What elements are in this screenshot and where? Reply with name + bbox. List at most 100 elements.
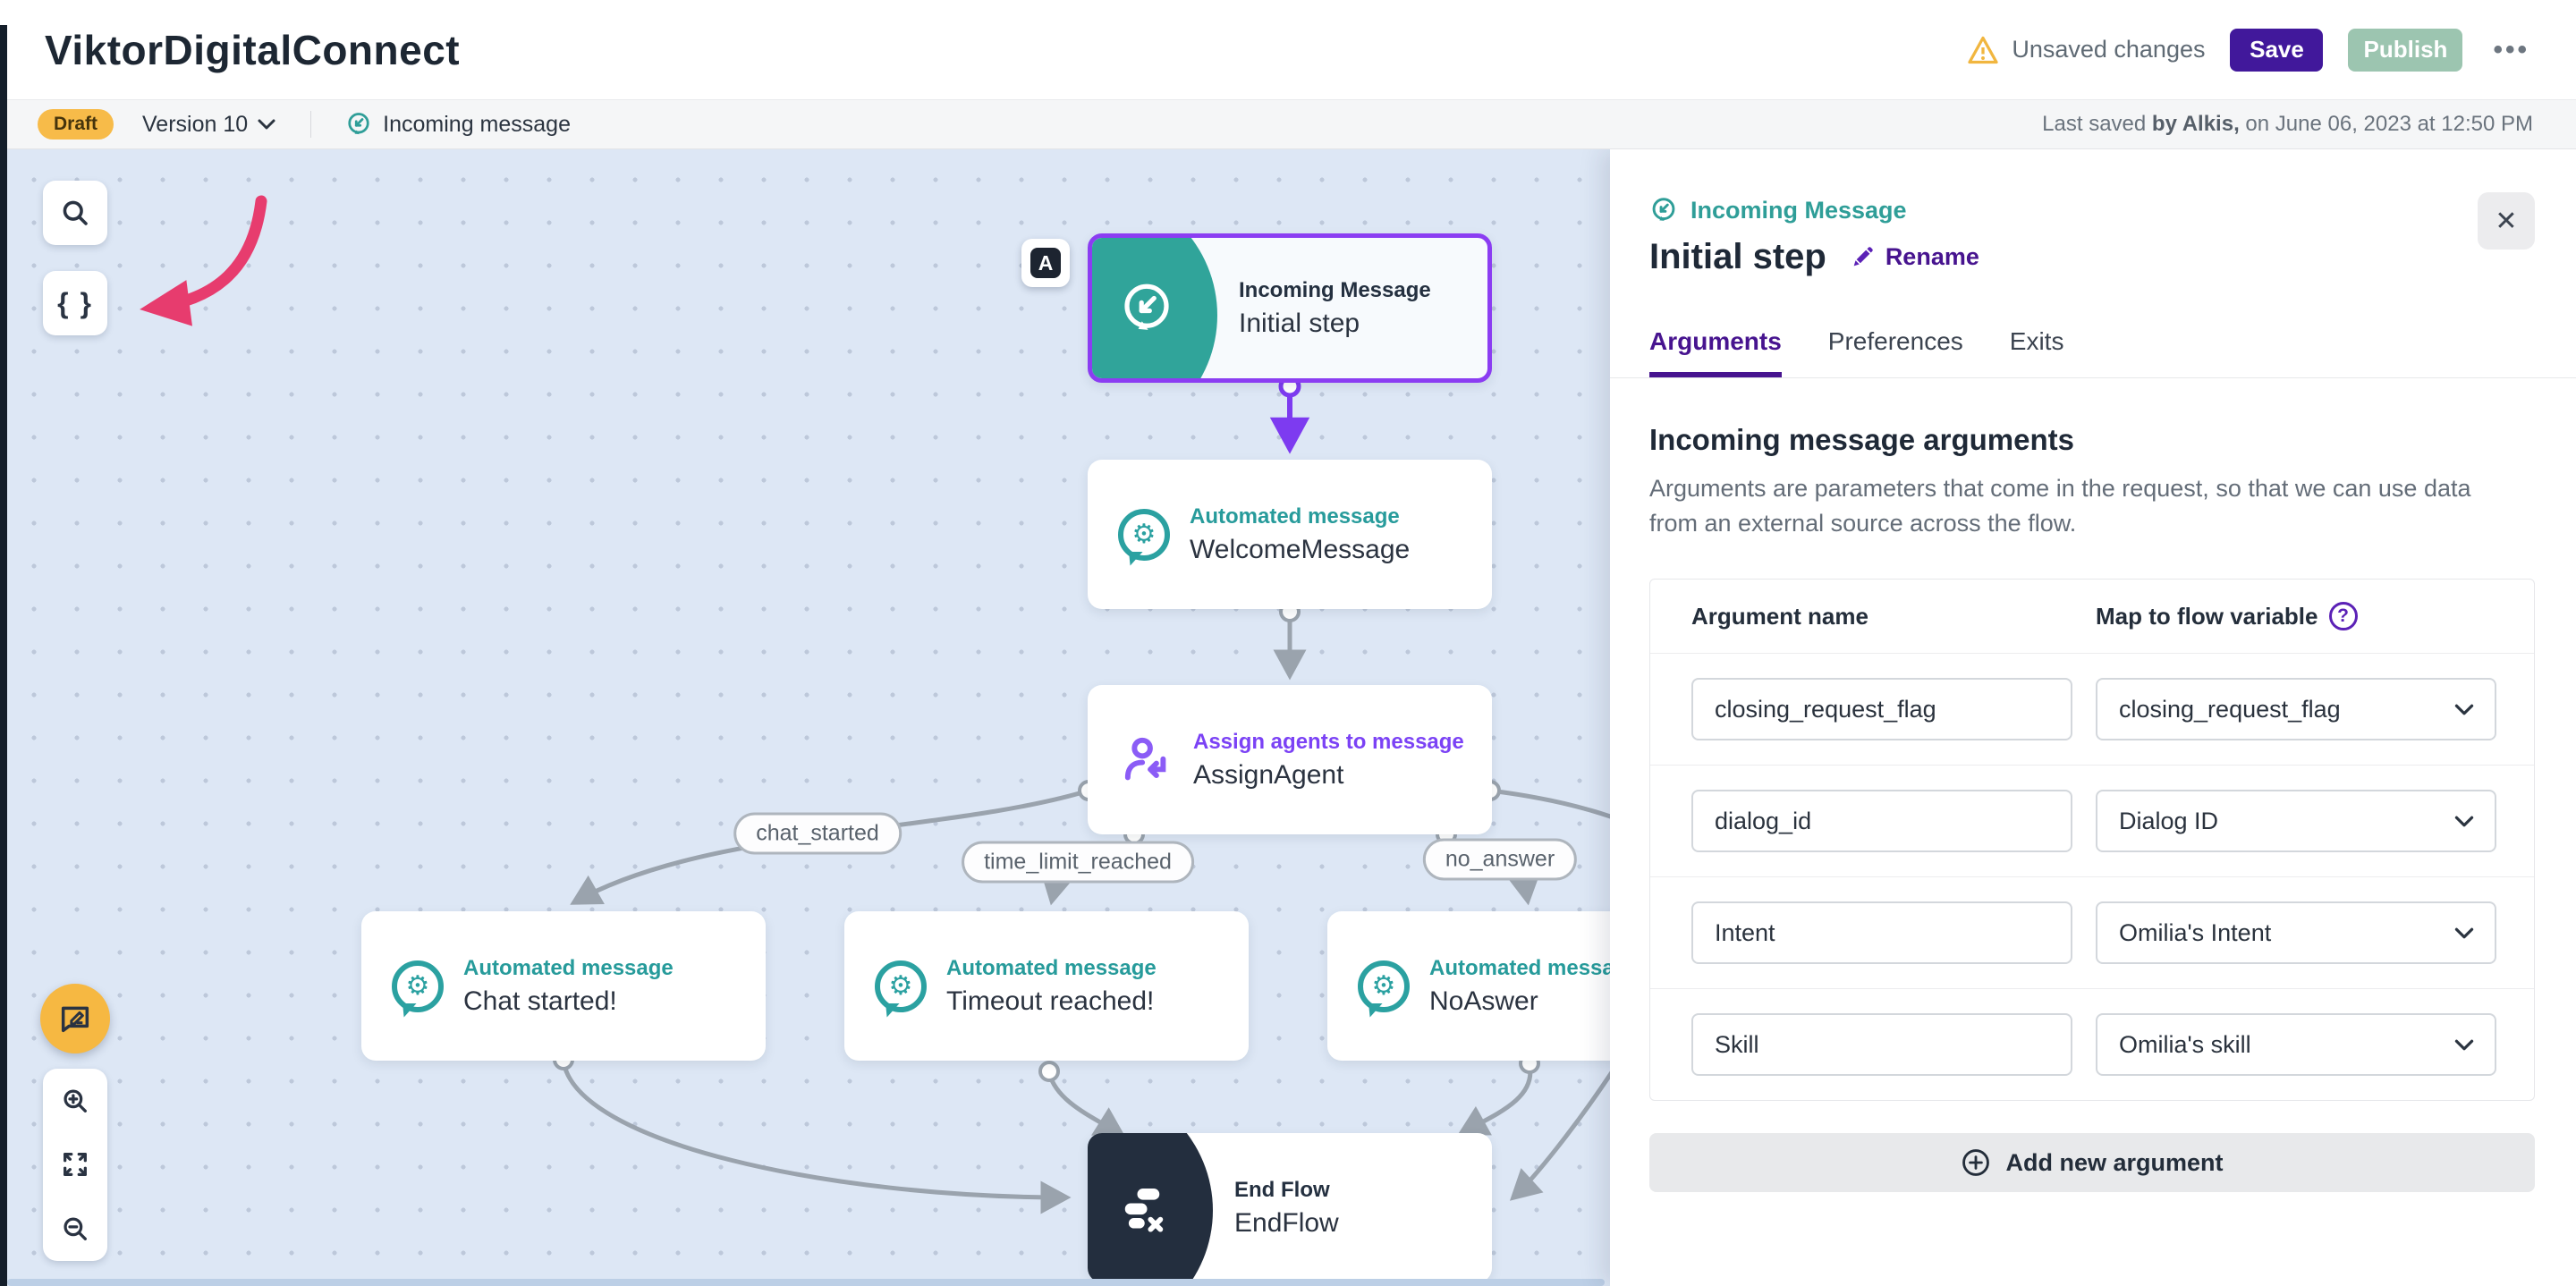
- rename-button[interactable]: Rename: [1850, 243, 1979, 271]
- selected-variable: Omilia's Intent: [2119, 918, 2272, 946]
- edge-label-chat-started: chat_started: [733, 812, 902, 855]
- node-type-label: Automated message: [1429, 955, 1610, 980]
- node-type-label: Incoming Message: [1239, 277, 1431, 302]
- version-bar: Draft Version 10 Incoming message Last s…: [0, 100, 2576, 149]
- flow-variable-select[interactable]: Omilia's skill: [2096, 1013, 2496, 1077]
- curly-braces-icon: { }: [57, 286, 93, 319]
- node-title: Chat started!: [463, 986, 617, 1016]
- variables-button[interactable]: { }: [43, 271, 107, 335]
- argument-name-input[interactable]: [1691, 1013, 2072, 1077]
- chevron-down-icon: [2453, 815, 2475, 828]
- flow-variable-select[interactable]: Omilia's Intent: [2096, 901, 2496, 965]
- incoming-message-icon: [1117, 279, 1176, 338]
- flow-variable-select[interactable]: closing_request_flag: [2096, 678, 2496, 741]
- rename-label: Rename: [1885, 243, 1979, 270]
- panel-step-title: Initial step: [1649, 237, 1826, 276]
- incoming-message-icon: [1649, 196, 1678, 224]
- tab-preferences[interactable]: Preferences: [1827, 327, 1963, 355]
- tab-arguments[interactable]: Arguments: [1649, 327, 1782, 377]
- zoom-toolbar: [43, 1069, 107, 1261]
- horizontal-scrollbar[interactable]: [7, 1279, 1605, 1286]
- tab-exits[interactable]: Exits: [2009, 327, 2064, 355]
- argument-name-input[interactable]: [1691, 901, 2072, 965]
- shortcut-key-letter: A: [1030, 248, 1061, 278]
- flow-variable-select[interactable]: Dialog ID: [2096, 790, 2496, 853]
- table-row: Dialog ID: [1650, 765, 2534, 876]
- unsaved-changes-status: Unsaved changes: [1967, 35, 2205, 65]
- automated-message-icon: ⚙: [1118, 508, 1170, 561]
- node-title: WelcomeMessage: [1190, 534, 1411, 564]
- step-details-panel: ✕ Incoming Message Initial step Rename A…: [1610, 149, 2576, 1286]
- node-initial-step[interactable]: Incoming Message Initial step: [1088, 233, 1492, 383]
- unsaved-changes-label: Unsaved changes: [2012, 36, 2206, 63]
- more-options-button[interactable]: •••: [2493, 34, 2529, 64]
- pencil-icon: [1850, 245, 1875, 270]
- page-title: ViktorDigitalConnect: [45, 26, 461, 73]
- automated-message-icon: ⚙: [392, 960, 444, 1012]
- node-assign-agent[interactable]: Assign agents to message AssignAgent: [1088, 685, 1492, 834]
- node-cap: [1088, 1133, 1213, 1282]
- plus-circle-icon: [1961, 1147, 1991, 1178]
- close-panel-button[interactable]: ✕: [2478, 192, 2535, 250]
- flow-canvas[interactable]: A Incoming Message Initial step ⚙ Automa…: [0, 149, 1610, 1286]
- arguments-table: Argument name Map to flow variable ? clo…: [1649, 579, 2535, 1102]
- save-button[interactable]: Save: [2230, 28, 2324, 72]
- node-chat-started[interactable]: ⚙ Automated message Chat started!: [361, 911, 766, 1061]
- draft-status-badge: Draft: [38, 109, 114, 140]
- arguments-table-header: Argument name Map to flow variable ?: [1650, 580, 2534, 653]
- chevron-down-icon: [2453, 926, 2475, 940]
- last-saved-author: by Alkis,: [2151, 112, 2240, 136]
- incoming-message-icon: [345, 111, 372, 138]
- arguments-section-description: Arguments are parameters that come in th…: [1649, 475, 2471, 537]
- selected-variable: Dialog ID: [2119, 807, 2219, 834]
- fit-view-button[interactable]: [48, 1138, 102, 1191]
- flow-name-label: Incoming message: [383, 111, 571, 137]
- node-cap: [1092, 238, 1217, 378]
- argument-name-input[interactable]: [1691, 790, 2072, 853]
- feedback-button[interactable]: [40, 984, 110, 1053]
- app-header: ViktorDigitalConnect Unsaved changes Sav…: [0, 0, 2576, 100]
- table-row: closing_request_flag: [1650, 653, 2534, 765]
- edge-label-time-limit-reached: time_limit_reached: [962, 841, 1194, 884]
- breadcrumb-flow-name[interactable]: Incoming message: [345, 111, 571, 138]
- zoom-out-button[interactable]: [48, 1202, 102, 1256]
- add-new-argument-button[interactable]: Add new argument: [1649, 1133, 2535, 1193]
- search-button[interactable]: [43, 181, 107, 245]
- node-timeout-reached[interactable]: ⚙ Automated message Timeout reached!: [844, 911, 1249, 1061]
- zoom-out-icon: [60, 1214, 90, 1244]
- arguments-section-title: Incoming message arguments: [1649, 423, 2074, 456]
- help-icon[interactable]: ?: [2328, 602, 2358, 631]
- node-type-label: Assign agents to message: [1193, 729, 1464, 754]
- node-type-label: Automated message: [1190, 503, 1400, 529]
- add-new-argument-label: Add new argument: [2005, 1148, 2224, 1176]
- argument-name-input[interactable]: [1691, 678, 2072, 741]
- node-type-label: Automated message: [463, 955, 674, 980]
- node-welcome-message[interactable]: ⚙ Automated message WelcomeMessage: [1088, 460, 1492, 609]
- node-end-flow[interactable]: End Flow EndFlow: [1088, 1133, 1492, 1282]
- table-row: Omilia's Intent: [1650, 876, 2534, 988]
- column-map-to-flow-variable: Map to flow variable: [2096, 602, 2318, 630]
- node-no-answer[interactable]: ⚙ Automated message NoAswer: [1327, 911, 1610, 1061]
- edge-label-no-answer: no_answer: [1422, 838, 1578, 881]
- divider: [310, 111, 312, 138]
- publish-button[interactable]: Publish: [2348, 28, 2463, 72]
- selected-variable: Omilia's skill: [2119, 1030, 2251, 1058]
- feedback-icon: [57, 1001, 93, 1036]
- selected-variable: closing_request_flag: [2119, 695, 2341, 723]
- version-selector[interactable]: Version 10: [142, 112, 276, 138]
- zoom-in-icon: [60, 1086, 90, 1116]
- pink-annotation-arrow: [140, 195, 267, 326]
- panel-step-type: Incoming Message: [1649, 196, 2535, 224]
- end-flow-icon: [1113, 1179, 1172, 1238]
- zoom-in-button[interactable]: [48, 1074, 102, 1128]
- last-saved-status: Last saved by Alkis, on June 06, 2023 at…: [2042, 112, 2533, 136]
- version-label: Version 10: [142, 111, 249, 137]
- screen-edge: [0, 25, 7, 1286]
- panel-tabs: Arguments Preferences Exits: [1649, 327, 2535, 377]
- shortcut-key-badge: A: [1021, 239, 1070, 287]
- node-title: Initial step: [1239, 308, 1360, 338]
- column-argument-name: Argument name: [1691, 602, 1868, 630]
- table-row: Omilia's skill: [1650, 988, 2534, 1100]
- node-type-label: End Flow: [1234, 1177, 1330, 1202]
